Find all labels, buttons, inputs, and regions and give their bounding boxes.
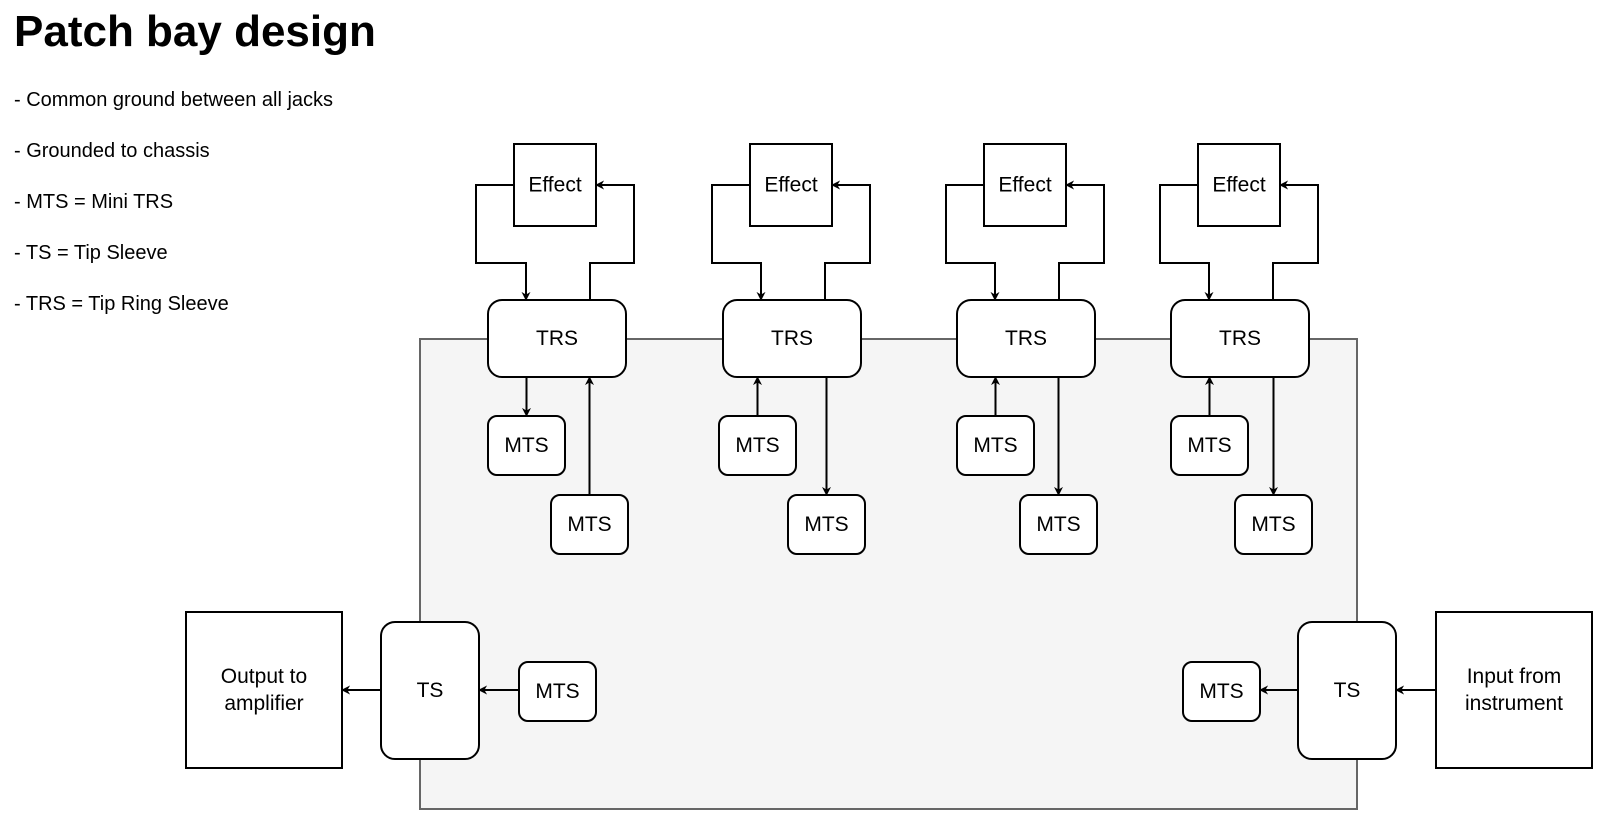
output-to-amplifier-label-1: Output to (221, 665, 307, 688)
mts-jack-2-b: MTS (787, 494, 866, 555)
mts-jack-output: MTS (518, 661, 597, 722)
chassis-box (419, 338, 1358, 810)
input-from-instrument-box (1435, 611, 1593, 769)
effect-1-box (513, 143, 597, 227)
mts-jack-2-a: MTS (718, 415, 797, 476)
mts-jack-output-box (518, 661, 597, 722)
mts-jack-output-label: MTS (535, 680, 579, 703)
mts-jack-1-b: MTS (550, 494, 629, 555)
ts-input-jack-box (1297, 621, 1397, 760)
mts-jack-3-a: MTS (956, 415, 1035, 476)
mts-jack-4-a-box (1170, 415, 1249, 476)
effect-1-send-wire (475, 184, 531, 301)
mts-jack-3-a-box (956, 415, 1035, 476)
input-from-instrument-label-2: instrument (1465, 692, 1563, 715)
mts-jack-4-b-label: MTS (1251, 513, 1295, 536)
mts-jack-2-a-box (718, 415, 797, 476)
trs-jack-1-label: TRS (536, 327, 578, 350)
mts-jack-3-a-label: MTS (973, 434, 1017, 457)
notes-list: - Common ground between all jacks - Grou… (14, 88, 333, 343)
trs-jack-2: TRS (722, 299, 862, 378)
trs-jack-4: TRS (1170, 299, 1310, 378)
trs-jack-1: TRS (487, 299, 627, 378)
note-common-ground: - Common ground between all jacks (14, 89, 334, 111)
mts-jack-input-label: MTS (1199, 680, 1243, 703)
mts-jack-3-b-label: MTS (1036, 513, 1080, 536)
input-from-instrument: Input from instrument (1435, 611, 1593, 769)
output-to-amplifier: Output to amplifier (185, 611, 343, 769)
trs-jack-4-label: TRS (1219, 327, 1261, 350)
trs-jack-1-box (487, 299, 627, 378)
ts-input-jack: TS (1297, 621, 1397, 760)
input-from-instrument-label-1: Input from (1467, 665, 1562, 688)
mts-jack-input: MTS (1182, 661, 1261, 722)
mts-jack-input-box (1182, 661, 1261, 722)
note-chassis-ground: - Grounded to chassis (14, 140, 210, 162)
effect-1-label: Effect (528, 174, 581, 197)
effect-4-return-wire (1272, 180, 1319, 300)
effect-4-label: Effect (1212, 174, 1265, 197)
mts-jack-4-b-box (1234, 494, 1313, 555)
mts-jack-1-a: MTS (487, 415, 566, 476)
note-mts-definition: - MTS = Mini TRS (14, 191, 174, 213)
trs-jack-2-box (722, 299, 862, 378)
effect-3-send-wire (945, 184, 1000, 301)
mts-jack-2-a-label: MTS (735, 434, 779, 457)
ts-output-jack-box (380, 621, 480, 760)
mts-jack-4-a-label: MTS (1187, 434, 1231, 457)
mts-jack-1-a-label: MTS (504, 434, 548, 457)
mts-jack-1-a-box (487, 415, 566, 476)
mts-jack-1-b-label: MTS (567, 513, 611, 536)
ts-input-jack-label: TS (1334, 679, 1361, 702)
output-to-amplifier-box (185, 611, 343, 769)
mts-jack-2-b-label: MTS (804, 513, 848, 536)
effect-1: Effect (513, 143, 597, 227)
mts-jack-1-b-box (550, 494, 629, 555)
output-to-amplifier-label-2: amplifier (224, 692, 303, 715)
mts-jack-4-b: MTS (1234, 494, 1313, 555)
page-title: Patch bay design (14, 7, 376, 56)
note-ts-definition: - TS = Tip Sleeve (14, 242, 168, 264)
mts-jack-2-b-box (787, 494, 866, 555)
effect-4-send-wire (1159, 184, 1214, 301)
note-trs-definition: - TRS = Tip Ring Sleeve (14, 293, 229, 315)
effect-1-return-wire (589, 180, 635, 300)
trs-jack-2-label: TRS (771, 327, 813, 350)
trs-jack-3-box (956, 299, 1096, 378)
effect-4: Effect (1197, 143, 1281, 227)
trs-jack-4-box (1170, 299, 1310, 378)
trs-jack-3-label: TRS (1005, 327, 1047, 350)
effect-3-box (983, 143, 1067, 227)
mts-jack-4-a: MTS (1170, 415, 1249, 476)
effect-2-label: Effect (764, 174, 817, 197)
effect-3: Effect (983, 143, 1067, 227)
effect-3-label: Effect (998, 174, 1051, 197)
effect-2-send-wire (711, 184, 766, 301)
effect-4-box (1197, 143, 1281, 227)
ts-output-jack-label: TS (417, 679, 444, 702)
effect-2: Effect (749, 143, 833, 227)
effect-3-return-wire (1058, 180, 1105, 300)
mts-jack-3-b-box (1019, 494, 1098, 555)
effect-2-box (749, 143, 833, 227)
ts-output-jack: TS (380, 621, 480, 760)
effect-2-return-wire (824, 180, 871, 300)
mts-jack-3-b: MTS (1019, 494, 1098, 555)
trs-jack-3: TRS (956, 299, 1096, 378)
